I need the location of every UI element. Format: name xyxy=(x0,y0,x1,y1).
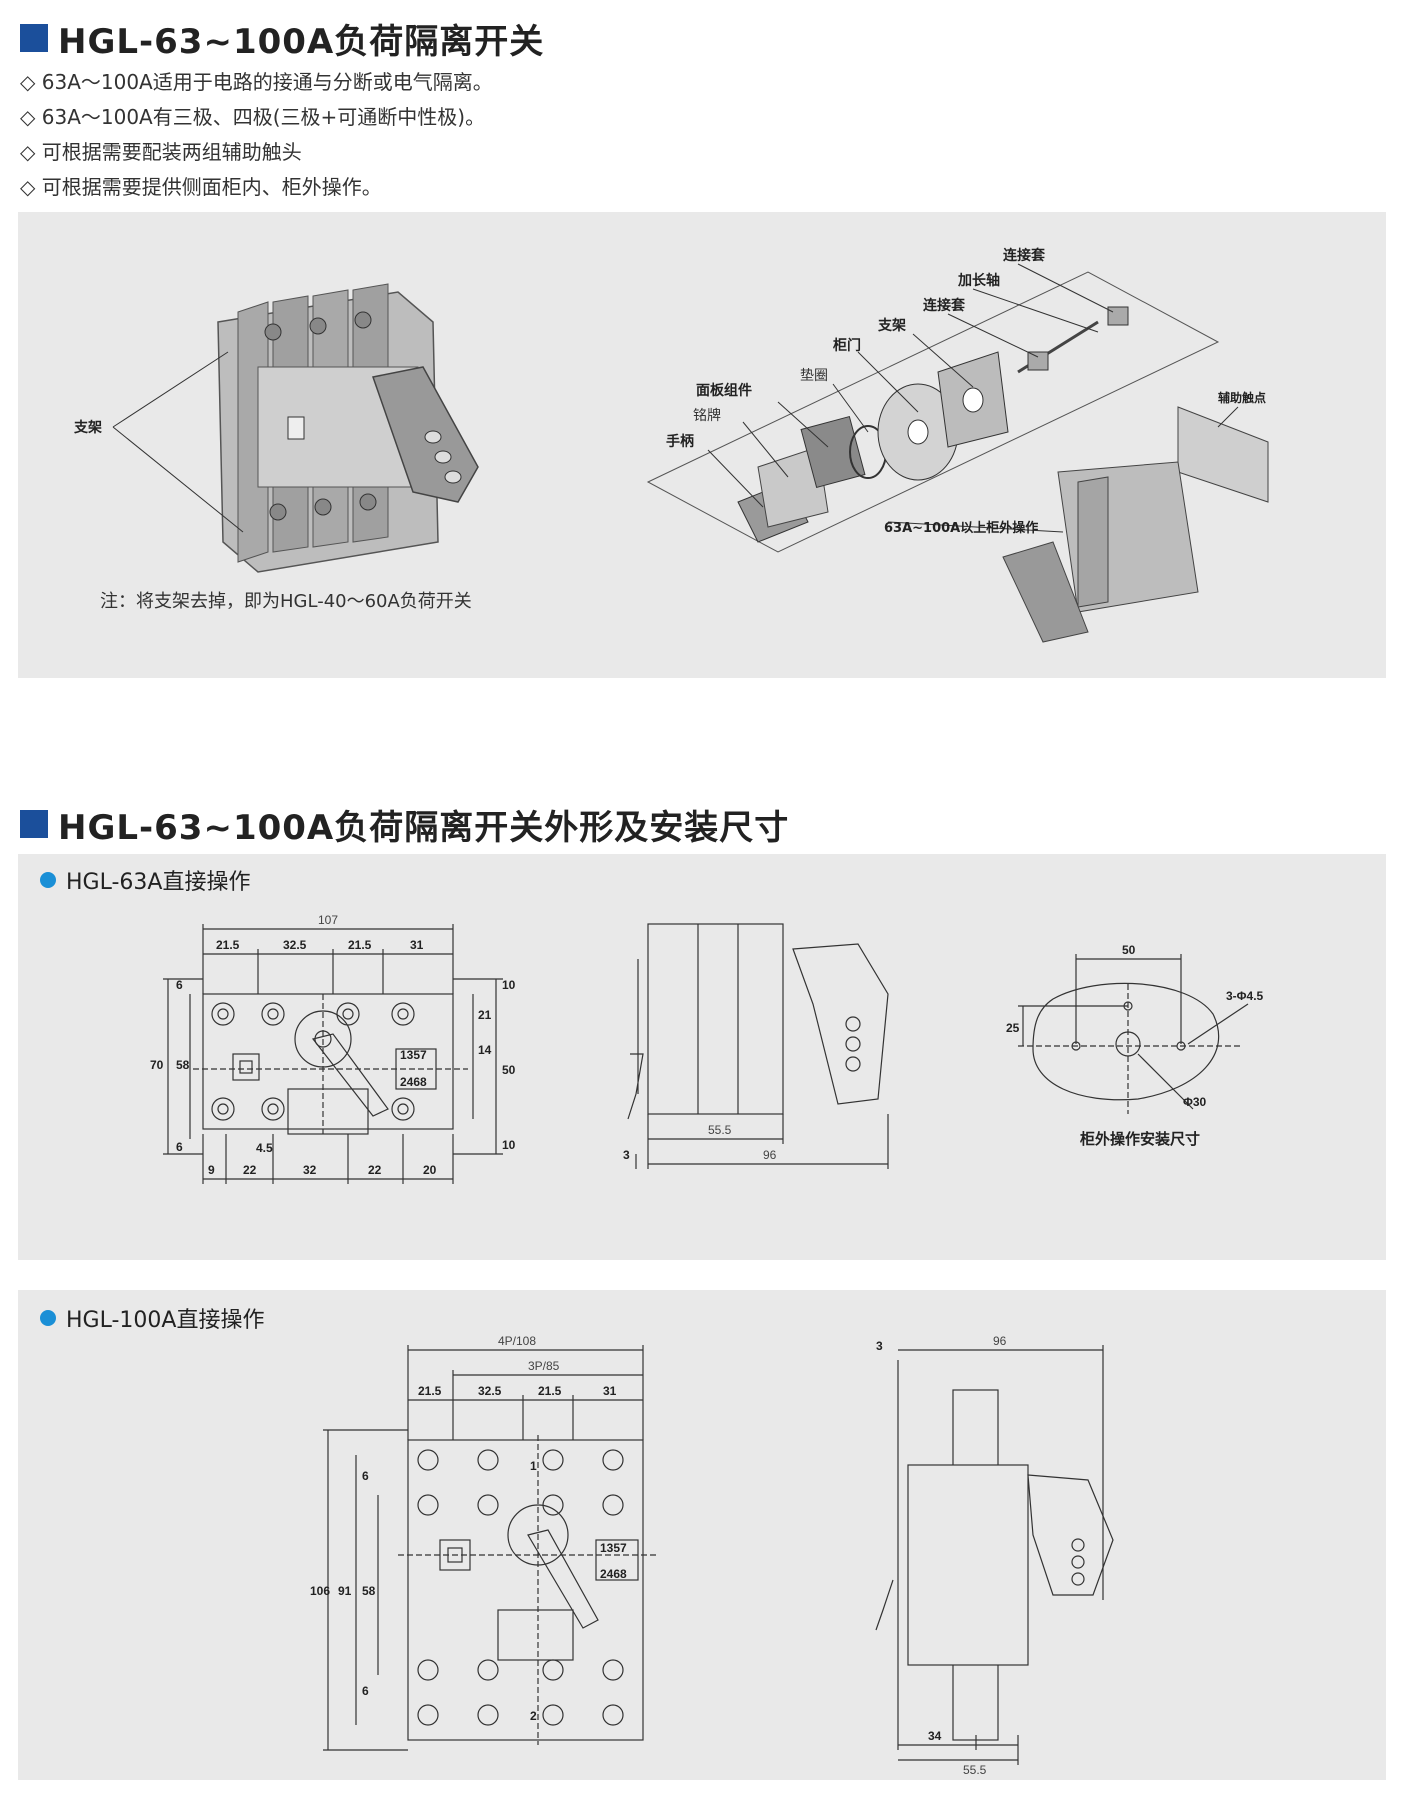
label-extension-shaft: 加长轴 xyxy=(957,272,1000,289)
hgl63-subtitle-row: HGL-63A直接操作 xyxy=(40,864,250,896)
mount-pattern xyxy=(1018,954,1249,1114)
hgl100-panel: HGL-100A直接操作 xyxy=(18,1290,1386,1780)
mount-phi30: Φ30 xyxy=(1183,1095,1207,1109)
dim-6-bottom: 6 xyxy=(176,1140,183,1154)
dim-22-b: 22 xyxy=(368,1163,382,1177)
hgl100-drawings: 4P/108 3P/85 21.5 32.5 21.5 31 106 91 58… xyxy=(310,1334,1114,1777)
dim-4p-108: 4P/108 xyxy=(498,1334,536,1348)
bullet-2: ◇ 63A～100A有三极、四极(三极+可通断中性极)。 xyxy=(20,105,486,129)
bullet-1: ◇ 63A～100A适用于电路的接通与分断或电气隔离。 xyxy=(20,70,493,94)
dim-10-bottom: 10 xyxy=(502,1138,516,1152)
bullet-3: ◇ 可根据需要配装两组辅助触头 xyxy=(20,140,302,164)
dim100-6-bottom: 6 xyxy=(362,1684,369,1698)
label-nameplate: 铭牌 xyxy=(693,407,721,424)
dim100-32-5: 32.5 xyxy=(478,1384,502,1398)
dim-50: 50 xyxy=(502,1063,516,1077)
side100-dim-3: 3 xyxy=(876,1339,883,1353)
label-aux-contact: 辅助触点 xyxy=(1218,390,1266,405)
dim-107: 107 xyxy=(318,913,338,927)
dim100-21-5-a: 21.5 xyxy=(418,1384,442,1398)
label-panel-assembly: 面板组件 xyxy=(696,382,752,399)
side-dim-3: 3 xyxy=(623,1148,630,1162)
hgl63-side-view xyxy=(627,923,889,1169)
title-square-icon xyxy=(20,24,48,52)
dim-21-5-b: 21.5 xyxy=(348,938,372,952)
dim-21: 21 xyxy=(478,1008,492,1022)
exploded-view-figure: 支架 注：将支架去掉，即为HGL-40～60A负荷开关 xyxy=(73,247,1269,643)
hgl100-front-view xyxy=(323,1345,658,1751)
dim-70: 70 xyxy=(150,1058,164,1072)
hgl63-subtitle: HGL-63A直接操作 xyxy=(66,870,251,895)
dim-91: 91 xyxy=(338,1584,352,1598)
label-bracket: 支架 xyxy=(877,317,906,334)
pole-1: 1 xyxy=(530,1459,537,1473)
bullet-dot-icon xyxy=(40,872,56,888)
bullet-4: ◇ 可根据需要提供侧面柜内、柜外操作。 xyxy=(20,175,382,199)
dim-9: 9 xyxy=(208,1163,215,1177)
aux-terminals-top: 1357 xyxy=(400,1048,427,1062)
title-square-icon xyxy=(20,810,48,838)
hgl63-panel: HGL-63A直接操作 xyxy=(18,854,1386,1260)
dim100-21-5-b: 21.5 xyxy=(538,1384,562,1398)
mount-dim-50: 50 xyxy=(1122,943,1136,957)
bracket-label: 支架 xyxy=(73,419,102,436)
hgl63-front-view xyxy=(163,924,503,1184)
dim-20: 20 xyxy=(423,1163,437,1177)
dim-6-top: 6 xyxy=(176,978,183,992)
dim-22-a: 22 xyxy=(243,1163,257,1177)
hgl100-side-view xyxy=(875,1345,1114,1765)
label-connector-top: 连接套 xyxy=(1003,247,1045,264)
side100-dim-34: 34 xyxy=(928,1729,942,1743)
dim100-31: 31 xyxy=(603,1384,617,1398)
aux-terminals-bottom: 2468 xyxy=(400,1075,427,1089)
side100-dim-55-5: 55.5 xyxy=(963,1763,987,1777)
pole-2: 2 xyxy=(530,1709,537,1723)
mount-caption: 柜外操作安装尺寸 xyxy=(1079,1130,1200,1148)
section-title-2: HGL-63~100A负荷隔离开关外形及安装尺寸 xyxy=(20,804,789,848)
side100-dim-96: 96 xyxy=(993,1334,1007,1348)
side-dim-96: 96 xyxy=(763,1148,777,1162)
exploded-parts xyxy=(737,306,1269,643)
dim100-6-top: 6 xyxy=(362,1469,369,1483)
dim-3p-85: 3P/85 xyxy=(528,1359,560,1373)
label-handle: 手柄 xyxy=(666,433,694,450)
section-title-1: HGL-63~100A负荷隔离开关 xyxy=(20,18,544,62)
hgl63-drawings: 107 21.5 32.5 21.5 31 70 58 6 6 10 21 14… xyxy=(150,913,1264,1184)
switch-illustration xyxy=(217,283,479,573)
dim100-58: 58 xyxy=(362,1584,376,1598)
dim-10-top: 10 xyxy=(502,978,516,992)
exploded-view-panel: 支架 注：将支架去掉，即为HGL-40～60A负荷开关 xyxy=(18,212,1386,678)
hgl100-subtitle: HGL-100A直接操作 xyxy=(66,1308,265,1333)
label-connector: 连接套 xyxy=(923,297,965,314)
dim-32: 32 xyxy=(303,1163,317,1177)
dim-32-5: 32.5 xyxy=(283,938,307,952)
aux100-terminals-top: 1357 xyxy=(600,1541,627,1555)
mount-holes: 3-Φ4.5 xyxy=(1226,989,1264,1003)
dim-14: 14 xyxy=(478,1043,492,1057)
page-title: HGL-63~100A负荷隔离开关 xyxy=(58,21,545,62)
hgl100-subtitle-row: HGL-100A直接操作 xyxy=(40,1302,264,1334)
label-outside-op: 63A~100A以上柜外操作 xyxy=(884,520,1038,536)
dim-106: 106 xyxy=(310,1584,330,1598)
section-title: HGL-63~100A负荷隔离开关外形及安装尺寸 xyxy=(58,807,790,848)
label-cabinet-door: 柜门 xyxy=(833,337,861,354)
figure-note: 注：将支架去掉，即为HGL-40～60A负荷开关 xyxy=(100,591,472,612)
dim-31: 31 xyxy=(410,938,424,952)
aux100-terminals-bottom: 2468 xyxy=(600,1567,627,1581)
mount-dim-25: 25 xyxy=(1006,1021,1020,1035)
dim-4-5: 4.5 xyxy=(256,1141,273,1155)
dim-58: 58 xyxy=(176,1058,190,1072)
bullet-dot-icon xyxy=(40,1310,56,1326)
label-gasket: 垫圈 xyxy=(800,368,828,384)
dim-21-5-a: 21.5 xyxy=(216,938,240,952)
side-dim-55-5: 55.5 xyxy=(708,1123,732,1137)
